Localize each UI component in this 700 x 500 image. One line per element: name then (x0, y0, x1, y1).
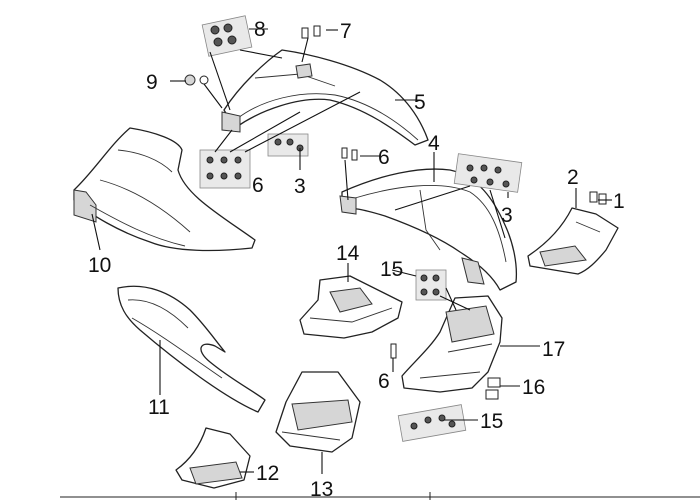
bottom-border (60, 492, 700, 500)
part-7-clips (301, 25, 321, 39)
part-6a-screw-set (199, 149, 251, 189)
callout-5: 5 (414, 91, 426, 114)
callout-4: 4 (428, 132, 440, 155)
callout-15-top: 15 (380, 258, 403, 281)
part-2-small-guard (527, 207, 619, 275)
callout-3-right: 3 (501, 204, 513, 227)
part-16-grommets (485, 377, 501, 400)
callout-8: 8 (254, 18, 266, 41)
part-6b-screws (341, 147, 358, 161)
part-6c-screw (390, 343, 397, 359)
callout-6-left: 6 (252, 174, 264, 197)
callout-9: 9 (146, 71, 158, 94)
callout-16: 16 (522, 376, 545, 399)
part-3b-nut-set (453, 153, 523, 193)
callout-3-left: 3 (294, 175, 306, 198)
part-13-lower-panel (275, 371, 361, 453)
part-15a-fastener-set (415, 269, 447, 301)
callout-12: 12 (256, 462, 279, 485)
part-12-bottom-panel (175, 427, 251, 489)
part-15b-fastener-set (397, 404, 467, 442)
callout-10: 10 (88, 254, 111, 277)
part-10-side-panel (73, 127, 256, 252)
part-11-lower-panel (117, 285, 266, 413)
callout-15-bottom: 15 (480, 410, 503, 433)
callout-labels: 8 7 9 5 4 6 6 3 2 1 3 10 14 15 17 6 16 1… (88, 18, 625, 500)
callout-11: 11 (148, 396, 170, 419)
part-17-inner-panel (401, 295, 503, 393)
callout-2: 2 (567, 166, 579, 189)
callout-6-bottom: 6 (378, 370, 390, 393)
callout-6-top: 6 (378, 146, 390, 169)
callout-17: 17 (542, 338, 565, 361)
part-1-clip (589, 191, 607, 205)
part-9-washer (184, 74, 209, 86)
part-3a-nut-set (267, 133, 309, 157)
callout-1: 1 (613, 190, 625, 213)
callout-13: 13 (310, 478, 333, 500)
part-5-front-fender (221, 49, 429, 146)
part-8-fastener-bag (201, 15, 253, 57)
callout-7: 7 (340, 20, 352, 43)
part-14-center-bracket (299, 275, 403, 339)
callout-14: 14 (336, 242, 360, 265)
part-4-rear-fender (339, 168, 518, 291)
leader-lines (91, 28, 612, 474)
